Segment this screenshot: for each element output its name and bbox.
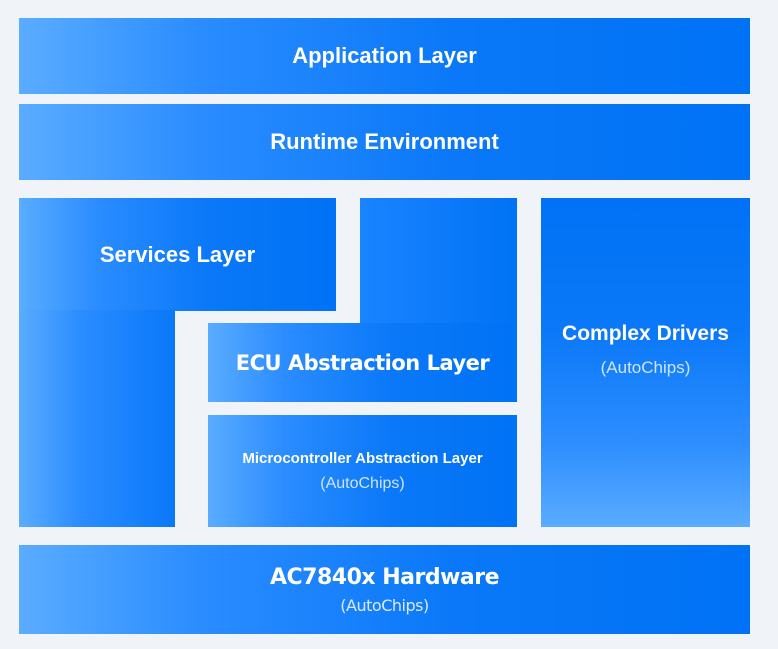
hardware-layer-vendor: (AutoChips) [340,595,429,615]
ecu-abstraction-layer-upper [360,198,517,324]
mcal-layer: Microcontroller Abstraction Layer (AutoC… [208,415,517,527]
application-layer: Application Layer [19,18,750,94]
ecu-abstraction-layer-title: ECU Abstraction Layer [235,350,490,375]
runtime-environment: Runtime Environment [19,104,750,180]
complex-drivers-title: Complex Drivers [562,322,729,345]
services-layer-title: Services Layer [99,242,256,267]
application-layer-title: Application Layer [292,43,477,68]
hardware-layer: AC7840x Hardware (AutoChips) [19,545,750,634]
complex-drivers-vendor: (AutoChips) [600,358,691,377]
services-layer-bottom [19,310,175,527]
mcal-layer-title: Microcontroller Abstraction Layer [242,449,483,467]
complex-drivers: Complex Drivers (AutoChips) [541,198,750,527]
services-layer-top: Services Layer [19,198,336,311]
runtime-environment-title: Runtime Environment [270,129,499,154]
mcal-layer-vendor: (AutoChips) [320,474,405,492]
hardware-layer-title: AC7840x Hardware [269,564,500,590]
ecu-abstraction-layer-row: ECU Abstraction Layer [208,323,517,402]
